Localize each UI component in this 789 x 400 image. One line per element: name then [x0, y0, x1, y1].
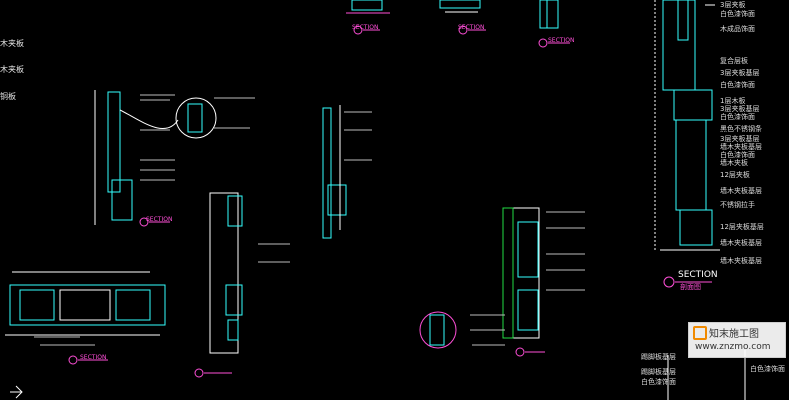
bottom-right-label: 白色漆饰面 [641, 378, 676, 386]
brand-logo-icon [693, 326, 707, 340]
right-label: 3层夹板基层 [720, 69, 760, 77]
section-subtitle-main: 剖面图 [680, 283, 701, 291]
section-marker [68, 355, 78, 365]
right-label: 墙木夹板基层 [720, 239, 762, 247]
section-small-label: SECTION [146, 216, 173, 223]
top-section-fragment-left [346, 0, 390, 14]
right-mid-section [419, 207, 540, 349]
right-label: 3层夹板基层 [720, 135, 760, 143]
top-section-fragment-right [539, 0, 559, 29]
dimension-leaders [34, 94, 585, 346]
center-small-section [322, 105, 347, 239]
right-label: 黑色不锈钢条 [720, 125, 762, 133]
bottom-right-label: 白色漆饰面 [750, 365, 785, 373]
section-marker [663, 276, 675, 288]
left-label-2: 木夹板 [0, 65, 24, 74]
watermark-url: www.znzmo.com [695, 342, 771, 352]
right-label: 3层夹板基层 [720, 105, 760, 113]
ucs-arrow-icon [10, 385, 23, 399]
bottom-right-label: 踢脚板基层 [641, 368, 676, 376]
section-small-label: SECTION [458, 24, 485, 31]
section-small-label: SECTION [80, 354, 107, 361]
left-section [94, 90, 217, 225]
section-title-main: SECTION [678, 270, 718, 280]
section-marker [538, 38, 548, 48]
bottom-left-elevation [5, 271, 166, 336]
right-label: 墙木夹板基层 [720, 187, 762, 195]
watermark-brand: 知末施工图 [709, 329, 759, 340]
bottom-right-fragment [667, 350, 746, 400]
right-label: 白色漆饰面 [720, 151, 755, 159]
top-section-fragment-mid [439, 0, 481, 13]
bottom-right-label: 踢脚板基层 [641, 353, 676, 361]
section-small-label: SECTION [352, 24, 379, 31]
right-label: 1层木板 [720, 97, 746, 105]
right-label: 白色漆饰面 [720, 10, 755, 18]
section-marker [194, 368, 204, 378]
lower-mid-section [209, 192, 243, 354]
right-label: 白色漆饰面 [720, 113, 755, 121]
section-marker [458, 25, 468, 35]
section-small-label: SECTION [548, 37, 575, 44]
right-label: 3层夹板 [720, 1, 746, 9]
right-label: 墙木夹板基层 [720, 257, 762, 265]
section-marker [515, 347, 525, 357]
right-label: 木成品饰面 [720, 25, 755, 33]
right-label: 复合层板 [720, 57, 748, 65]
watermark-badge: 知末施工图 www.znzmo.com [688, 322, 786, 358]
right-label: 12层夹板 [720, 171, 750, 179]
section-marker [139, 217, 149, 227]
right-label: 不锈钢拉手 [720, 201, 755, 209]
section-marker [353, 25, 363, 35]
right-tall-section [654, 0, 720, 251]
left-label-3: 铜板 [0, 92, 16, 101]
right-label: 墙木夹板 [720, 159, 748, 167]
right-label: 白色漆饰面 [720, 81, 755, 89]
right-label: 墙木夹板基层 [720, 143, 762, 151]
left-label-1: 木夹板 [0, 39, 24, 48]
right-label: 12层夹板基层 [720, 223, 764, 231]
